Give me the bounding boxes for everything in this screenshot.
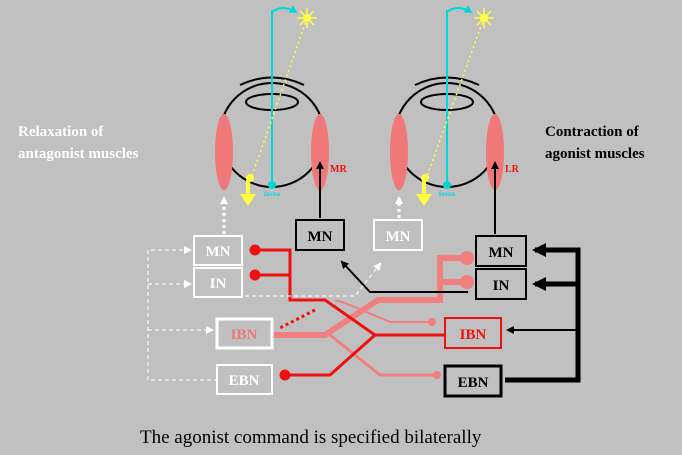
mn-center-active-box: MN (295, 219, 345, 251)
svg-text:IBN: IBN (231, 327, 258, 343)
right-target-line (424, 17, 485, 183)
svg-text:Contraction of: Contraction of (545, 124, 640, 140)
right-fovea-label: fovea (439, 190, 455, 198)
active-inhibitory-pathways (249, 244, 445, 381)
in-right-active-box: IN (475, 268, 527, 300)
svg-text:MN: MN (308, 229, 333, 245)
lr-muscle-label: LR (505, 164, 520, 175)
right-eye-lateral-muscle (486, 114, 504, 190)
svg-text:MN: MN (206, 244, 231, 260)
ebn-left-inactive-box: EBN (216, 364, 273, 395)
left-side-label: Relaxation of antagonist muscles (18, 124, 139, 162)
inactive-pathways (147, 246, 382, 381)
right-eye-yellow-arrow-icon (416, 174, 432, 206)
svg-text:IN: IN (493, 278, 510, 294)
svg-text:MN: MN (386, 229, 411, 245)
left-eye-medial-muscle (311, 114, 329, 190)
left-target-sun-icon (297, 8, 317, 28)
mn-center-inactive-box: MN (373, 219, 423, 251)
svg-text:IBN: IBN (460, 327, 487, 343)
mn-left-inactive-box: MN (193, 235, 243, 266)
right-side-label: Contraction of agonist muscles (545, 124, 645, 162)
right-eye-medial-muscle (390, 114, 408, 190)
ebn-right-active-box: EBN (443, 364, 503, 398)
svg-text:Relaxation of: Relaxation of (18, 124, 104, 140)
right-visual-axis (443, 5, 473, 189)
left-target-line (249, 17, 308, 183)
svg-text:antagonist muscles: antagonist muscles (18, 146, 139, 162)
caption: The agonist command is specified bilater… (140, 427, 482, 448)
in-left-inactive-box: IN (193, 267, 243, 298)
ibn-right-active-box: IBN (444, 317, 502, 349)
svg-text:agonist muscles: agonist muscles (545, 146, 645, 162)
right-target-sun-icon (474, 8, 494, 28)
ibn-left-inactive-box: IBN (215, 317, 274, 350)
faded-cross-pathways (272, 251, 474, 379)
left-fovea-label: fovea (264, 190, 280, 198)
left-eye-lateral-muscle (215, 114, 233, 190)
left-eye-yellow-arrow-icon (240, 174, 256, 206)
excitatory-pathways (340, 243, 581, 383)
svg-text:EBN: EBN (229, 373, 260, 389)
left-visual-axis (268, 5, 298, 189)
mr-muscle-label: MR (330, 164, 347, 175)
svg-text:IN: IN (210, 276, 227, 292)
mn-right-active-box: MN (475, 235, 527, 267)
svg-text:EBN: EBN (458, 375, 489, 391)
svg-text:MN: MN (489, 245, 514, 261)
